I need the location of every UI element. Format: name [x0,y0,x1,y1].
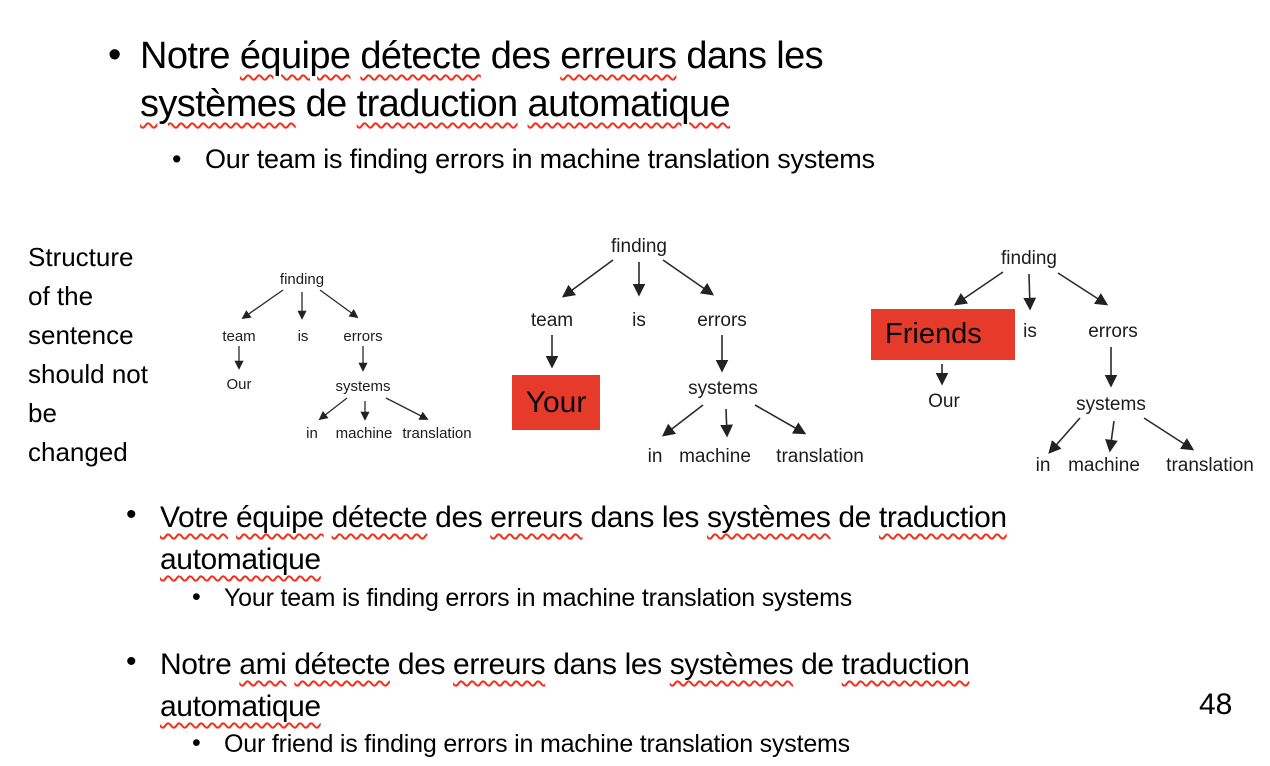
highlight-box-friends: Friends [871,309,1015,360]
tree-node-team: team [530,310,574,331]
tree-node-translation: translation [776,446,864,467]
text-segment: systèmes [669,648,794,681]
text-segment: dans les [545,648,670,681]
text-segment: systèmes [706,501,831,534]
arrow [1023,273,1037,311]
tree-node-finding: finding [611,236,667,257]
tree-node-finding: finding [279,271,325,288]
tree-node-in: in [306,425,318,442]
tree-arrows [545,259,807,438]
tree-node-machine: machine [335,425,393,442]
text-segment: traduction [356,83,518,125]
arrow [1143,417,1195,451]
dependency-tree-your: finding team is errors Your systems in m… [500,230,880,475]
dependency-tree-original: finding team is errors Our systems in ma… [195,260,490,450]
dependency-tree-friends: finding Friends is errors Our systems in… [868,242,1268,482]
highlight-box-your: Your [512,375,600,430]
tree-node-errors: errors [697,310,747,331]
tree-node-systems: systems [688,378,758,399]
text-segment [228,501,236,534]
title-line-2: systèmes de traduction automatique [140,80,731,128]
tree-node-systems: systems [335,378,391,395]
tree-node-systems: systems [1076,394,1146,415]
arrow [953,271,1004,306]
tree-arrows [234,289,429,421]
text-segment: automatique [527,83,731,125]
bullet-marker [192,729,201,758]
arrow [241,289,284,320]
text-segment [324,501,332,534]
bullet-marker [126,645,137,679]
tree-arrows [935,271,1195,454]
arrow [1057,272,1109,306]
page-number: 48 [1199,688,1233,721]
text-segment: détecte [331,501,428,534]
text-segment: des [389,648,454,681]
tree-node-finding: finding [1001,248,1057,269]
tree-node-team: team [222,328,256,345]
text-segment: ami [239,648,287,681]
arrow [662,259,715,296]
text-segment: erreurs [453,648,546,681]
text-segment: Votre [160,501,229,534]
text-segment: détecte [294,648,390,681]
tree-node-in: in [647,446,663,467]
bullet-votre-line-1: Votre équipe détecte des erreurs dans le… [160,497,1007,539]
text-segment: de [295,83,357,125]
text-segment [350,35,360,77]
tree-node-machine: machine [1068,455,1140,476]
text-segment: erreurs [560,35,677,77]
text-segment [518,83,528,125]
bullet-marker [126,498,137,532]
tree-node-is: is [632,310,646,331]
text-segment: automatique [160,543,321,576]
text-segment: équipe [239,35,351,77]
bullet-ami-line-2: automatique [160,686,321,728]
arrow [318,397,348,421]
text-segment: Notre [160,648,240,681]
arrow [561,259,614,298]
bullet-en-friend: Our friend is finding errors in machine … [224,730,850,758]
tree-node-translation: translation [1166,455,1254,476]
tree-node-in: in [1035,455,1051,476]
tree-node-errors: errors [1088,321,1138,342]
arrow [661,404,704,437]
bullet-votre-line-2: automatique [160,539,321,581]
bullet-en-your: Your team is finding errors in machine t… [224,584,853,612]
text-segment: de [793,648,842,681]
structure-note: Structure of the sentence should not be … [28,242,148,467]
bullet-marker [108,34,121,77]
text-segment: de [830,501,879,534]
bullet-marker [192,583,201,612]
tree-node-translation: translation [402,425,472,442]
text-segment: Notre [140,35,240,77]
text-segment: des [427,501,491,534]
tree-node-our: Our [226,376,252,393]
arrow [385,397,429,420]
tree-node-errors: errors [343,328,383,345]
bullet-ami-line-1: Notre ami détecte des erreurs dans les s… [160,644,970,686]
text-segment: traduction [878,501,1007,534]
text-segment: erreurs [490,501,583,534]
arrow [1105,420,1118,453]
title-line-1: Notre équipe détecte des erreurs dans le… [140,32,824,80]
bullet-marker [172,144,181,175]
arrow [754,404,807,435]
tree-node-our: Our [928,391,960,412]
text-segment: systèmes [140,83,296,125]
text-segment: dans les [582,501,707,534]
arrow [720,408,734,438]
text-segment: des [480,35,561,77]
text-segment: traduction [841,648,970,681]
tree-node-is: is [297,328,309,345]
arrow [1048,417,1081,454]
text-segment: détecte [360,35,481,77]
tree-node-machine: machine [679,446,751,467]
arrow [319,289,359,319]
tree-node-is: is [1023,321,1037,342]
text-segment: dans les [676,35,824,77]
text-segment: automatique [160,690,321,723]
text-segment: équipe [236,501,324,534]
subtitle-en: Our team is finding errors in machine tr… [205,144,875,174]
